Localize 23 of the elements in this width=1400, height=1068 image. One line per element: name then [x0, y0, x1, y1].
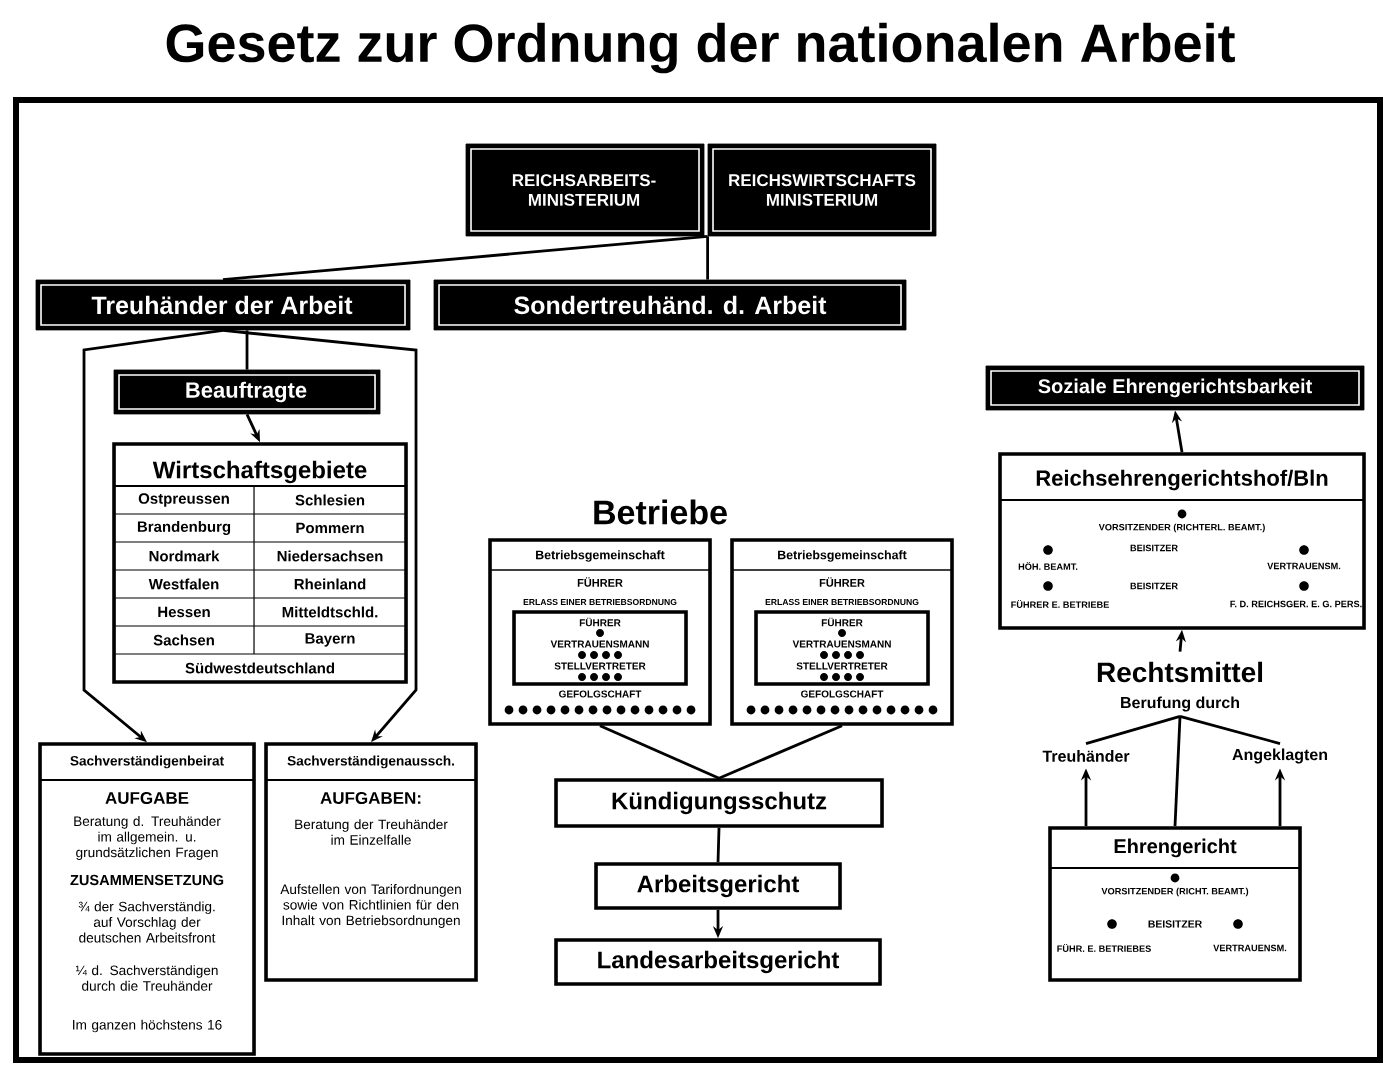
ministry-box: REICHSWIRTSCHAFTS MINISTERIUM: [707, 143, 937, 237]
connector-line: [1179, 715, 1281, 745]
connector-line: [222, 235, 708, 281]
page-title: Gesetz zur Ordnung der nationalen Arbeit: [166, 22, 1235, 74]
connector-line: [599, 724, 720, 780]
text-label: Treuhänder: [1042, 750, 1130, 762]
office-box: Sondertreuhänd. d. Arbeit: [433, 279, 907, 331]
connector-line: [245, 330, 249, 370]
court-box: Landesarbeitsgericht: [554, 938, 882, 986]
text-label: Rechtsmittel Berufung durch: [1097, 661, 1263, 712]
court-box: Arbeitsgericht: [594, 862, 842, 910]
ministry-box: REICHSARBEITS- MINISTERIUM: [465, 143, 705, 237]
court-box: Kündigungsschutz: [554, 778, 884, 828]
connector-line: [706, 236, 709, 280]
section-heading: Betriebe: [594, 499, 727, 525]
text-label: Angeklagten: [1232, 748, 1327, 764]
connector-line: [718, 724, 843, 780]
connector-line: [1085, 715, 1181, 745]
office-box: Treuhänder der Arbeit: [35, 279, 411, 331]
connector-line: [716, 827, 721, 863]
connector-line: [1173, 716, 1182, 827]
office-box: Beauftragte: [113, 369, 381, 415]
court-box: Soziale Ehrengerichtsbarkeit: [985, 365, 1365, 411]
